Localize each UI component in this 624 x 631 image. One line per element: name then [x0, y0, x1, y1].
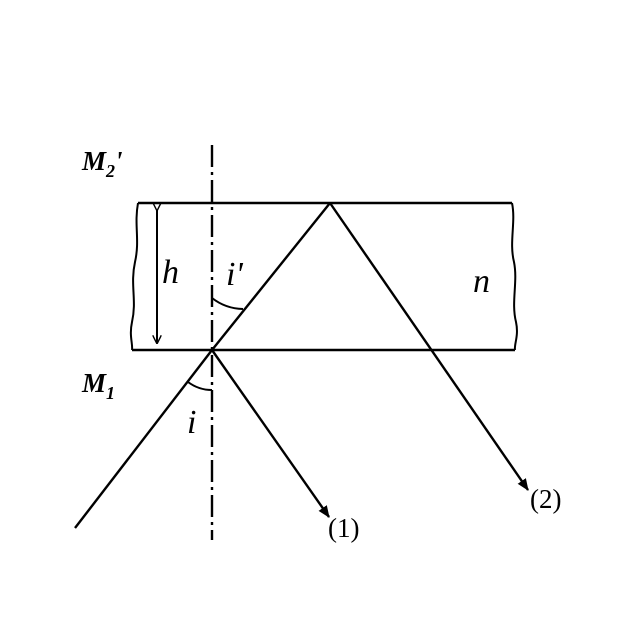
refraction-angle-arc — [211, 297, 244, 310]
refracted-ray — [211, 202, 331, 351]
refractive-index-label: n — [473, 263, 490, 300]
refraction-angle-label: i' — [226, 256, 243, 293]
right-break-edge — [511, 202, 518, 351]
incidence-angle-label: i — [187, 404, 196, 441]
incidence-angle-arc — [187, 381, 213, 391]
reflected-ray-2 — [329, 202, 529, 491]
mirror-m1-label: M1 — [81, 368, 115, 403]
ray-2-label: (2) — [530, 484, 561, 514]
left-break-edge — [129, 202, 139, 351]
mirror-m2-label: M2' — [81, 146, 123, 181]
reflected-ray-1 — [211, 349, 330, 518]
thickness-label: h — [162, 254, 179, 291]
incident-ray — [74, 349, 213, 529]
ray-1-label: (1) — [328, 513, 359, 543]
